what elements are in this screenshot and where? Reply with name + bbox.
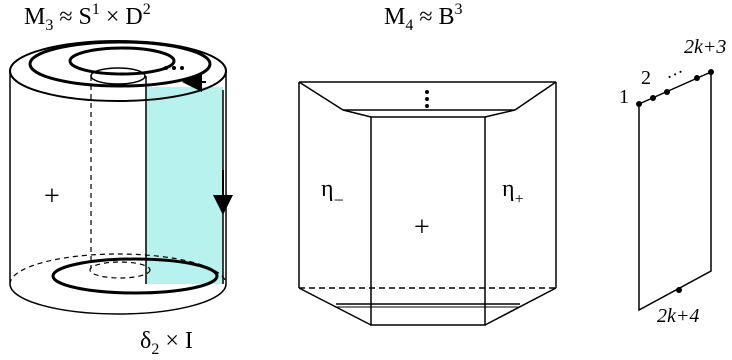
point-4 bbox=[694, 75, 700, 81]
point-3 bbox=[664, 89, 670, 95]
bottom-left-diag bbox=[298, 287, 372, 326]
meridian-strip bbox=[146, 87, 223, 284]
left-bottom-label: δ2 × I bbox=[140, 328, 193, 358]
point-bottom bbox=[676, 287, 682, 293]
left-title: M3 ≈ S1 × D2 bbox=[24, 1, 151, 34]
top-left-diag bbox=[298, 81, 344, 111]
front-rectangle bbox=[370, 116, 486, 326]
point-2 bbox=[650, 95, 656, 101]
vdot-1 bbox=[425, 90, 429, 94]
eta-minus-label: η− bbox=[321, 176, 344, 210]
middle-plus-sign: + bbox=[414, 212, 430, 243]
label-2: 2 bbox=[641, 67, 651, 89]
parallelogram bbox=[638, 70, 712, 312]
point-1 bbox=[636, 101, 642, 107]
label-bottom: 2k+4 bbox=[657, 305, 699, 327]
solid-torus-figure: M3 ≈ S1 × D2 + δ2 × I bbox=[9, 1, 233, 358]
vdot-3 bbox=[425, 104, 429, 108]
eta-plus-label: η+ bbox=[502, 176, 524, 208]
top-ring-outer bbox=[28, 40, 212, 88]
top-dot-1 bbox=[164, 66, 168, 70]
label-top: 2k+3 bbox=[684, 36, 726, 58]
bottom-back-arc bbox=[9, 253, 227, 285]
front-top-left-diag bbox=[342, 109, 372, 118]
top-ring-inner bbox=[68, 46, 176, 76]
front-top-right-diag bbox=[484, 109, 516, 118]
point-top bbox=[708, 69, 714, 75]
bottom-front-arc bbox=[9, 283, 227, 315]
vdot-2 bbox=[425, 97, 429, 101]
left-plus-sign: + bbox=[44, 181, 60, 212]
label-1: 1 bbox=[619, 86, 629, 108]
top-dot-2 bbox=[172, 66, 176, 70]
top-right-diag bbox=[514, 81, 557, 111]
ball-box-figure: M4 ≈ B3 η− η+ + bbox=[298, 1, 557, 326]
hole-top-ellipse bbox=[90, 67, 146, 85]
top-dot-3 bbox=[180, 66, 184, 70]
bottom-ring-inner bbox=[89, 261, 151, 279]
bottom-ring-outer bbox=[51, 257, 219, 295]
label-dots: … bbox=[661, 57, 686, 83]
parallelogram-figure: 1 2 … 2k+3 2k+4 bbox=[619, 36, 726, 327]
middle-title: M4 ≈ B3 bbox=[384, 1, 463, 34]
bottom-right-diag bbox=[484, 287, 557, 326]
